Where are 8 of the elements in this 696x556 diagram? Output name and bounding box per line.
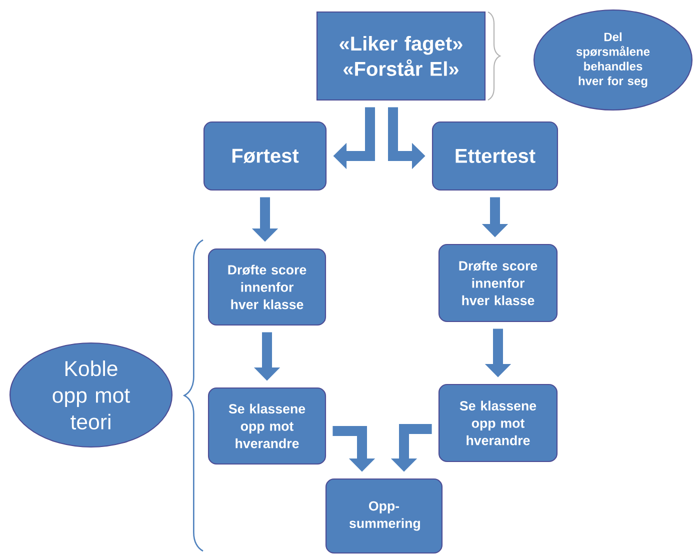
- process-box: «Liker faget» «Forstår El»: [316, 11, 486, 101]
- process-box: Ettertest: [432, 121, 558, 191]
- process-box: Se klassene opp mot hverandre: [208, 387, 326, 465]
- process-box: Førtest: [203, 121, 327, 191]
- process-box: Se klassene opp mot hverandre: [438, 384, 558, 462]
- process-box: Drøfte score innenfor hver klasse: [208, 248, 326, 326]
- process-box: Opp- summering: [325, 478, 443, 554]
- process-box: Drøfte score innenfor hver klasse: [438, 244, 558, 322]
